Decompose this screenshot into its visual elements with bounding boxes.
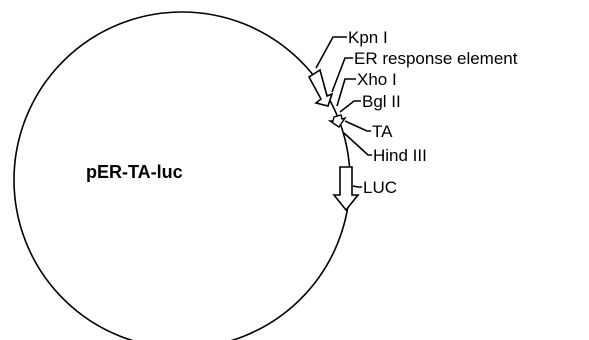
feature-label-xho-i: Xho I [357, 70, 397, 89]
feature-label-kpn-i: Kpn I [348, 28, 388, 47]
feature-label-hind-iii: Hind III [373, 146, 427, 165]
er-response-element-arrow [307, 68, 334, 107]
feature-label-er-response-element: ER response element [354, 49, 518, 68]
ta-arrow [327, 114, 347, 128]
hind-leader-line [343, 132, 372, 156]
feature-label-ta: TA [372, 122, 393, 141]
plasmid-name: pER-TA-luc [86, 162, 183, 182]
bgl-leader-line [339, 100, 361, 113]
luc-arrow [332, 166, 360, 212]
ta-leader-line [344, 120, 371, 132]
feature-label-bgl-ii: Bgl II [362, 92, 401, 111]
xho-leader-line [336, 78, 356, 107]
ere-leader-line [331, 57, 353, 93]
feature-label-luc: LUC [363, 178, 397, 197]
luc-leader-line [352, 185, 362, 188]
kpn-leader-line [315, 36, 347, 69]
